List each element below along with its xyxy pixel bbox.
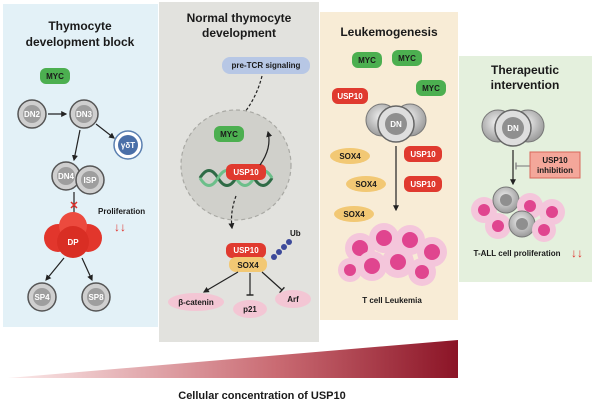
usp10-inhibition-box <box>529 151 581 179</box>
arf-text: Arf <box>287 295 299 304</box>
panel-development-block: Thymocyte development block MYC DN2 DN3 … <box>3 4 158 327</box>
usp10-label <box>226 164 266 180</box>
proliferation-label: Proliferation <box>98 207 145 216</box>
sox4-text: SOX4 <box>237 261 259 270</box>
usp10-text-3: USP10 <box>410 180 436 189</box>
arrow-nucleus-protein <box>228 195 237 230</box>
arrow-usp10-up <box>259 130 273 166</box>
panel-title-line1: Thymocyte <box>48 19 112 33</box>
usp10-concentration-wedge <box>8 340 458 378</box>
leukemia-caption: T cell Leukemia <box>362 296 422 305</box>
usp10-inhibition-line2: inhibition <box>537 166 573 175</box>
myc-label-1 <box>352 52 382 68</box>
myc-text: MYC <box>46 72 64 81</box>
panel-leukemogenesis: Leukemogenesis MYC MYC MYC USP10 DN SOX4… <box>320 12 458 320</box>
tall-proliferation-caption: T-ALL cell proliferation <box>474 249 561 258</box>
panel-title: Leukemogenesis <box>340 25 438 39</box>
myc-label-2 <box>392 50 422 66</box>
usp10-protein-label <box>226 243 266 258</box>
usp10-text: USP10 <box>233 168 259 177</box>
usp10-label-2 <box>404 146 442 162</box>
isp-label: ISP <box>84 176 98 185</box>
dn-label: DN <box>390 120 402 129</box>
ub-bead <box>281 244 287 250</box>
dn-nucleus <box>502 117 524 139</box>
pretcr-signaling-label <box>222 57 310 74</box>
arrow-dn3-gdt <box>95 123 115 139</box>
arrow-sox4-bcatenin <box>202 271 239 293</box>
usp10-inhibition-line1: USP10 <box>542 156 568 165</box>
bcatenin-text: β-catenin <box>178 298 214 307</box>
panel-title-line2: development <box>202 26 276 40</box>
arrow-dn3-dn4 <box>71 129 81 162</box>
myc-text-1: MYC <box>358 56 376 65</box>
myc-label <box>40 68 70 84</box>
usp10-text: USP10 <box>337 92 363 101</box>
sp4-label: SP4 <box>34 293 50 302</box>
myc-label <box>214 126 244 142</box>
sox4-node-3 <box>334 206 374 222</box>
tall-down-arrows: ↓↓ <box>571 246 583 260</box>
usp10-label <box>332 88 368 104</box>
myc-text-3: MYC <box>422 84 440 93</box>
sox4-node-1 <box>330 148 370 164</box>
dn4-label: DN4 <box>58 172 75 181</box>
tall-cell-mixture <box>471 186 565 242</box>
dn-label: DN <box>507 124 519 133</box>
gdt-label: γδT <box>121 141 135 150</box>
usp10-concentration-label: Cellular concentration of USP10 <box>178 390 345 402</box>
ub-label: Ub <box>290 229 301 238</box>
proliferation-down-arrows: ↓↓ <box>114 220 126 234</box>
p21-text: p21 <box>243 305 257 314</box>
dn3-nucleus <box>75 105 93 123</box>
ub-bead <box>276 249 282 255</box>
sox4-text-1: SOX4 <box>339 152 361 161</box>
myc-text-2: MYC <box>398 54 416 63</box>
gdt-nucleus <box>118 135 138 155</box>
panel-title-line2: intervention <box>491 78 560 92</box>
sp4-nucleus <box>33 288 51 306</box>
sox4-text-3: SOX4 <box>343 210 365 219</box>
dn2-label: DN2 <box>24 110 41 119</box>
ub-bead <box>271 254 277 260</box>
usp10-label-3 <box>404 176 442 192</box>
panel-therapeutic-intervention: Therapeutic intervention DN USP10 inhibi… <box>459 56 592 282</box>
usp10-text-2: USP10 <box>410 150 436 159</box>
dn-nucleus <box>385 113 407 135</box>
dn3-label: DN3 <box>76 110 93 119</box>
pretcr-signaling-text: pre-TCR signaling <box>232 61 301 70</box>
sox4-text-2: SOX4 <box>355 180 377 189</box>
inhibit-arf <box>261 271 285 294</box>
myc-text: MYC <box>220 130 238 139</box>
usp10-protein-text: USP10 <box>233 246 259 255</box>
myc-label-3 <box>416 80 446 96</box>
panel-title-line2: development block <box>26 35 135 49</box>
leukemia-cell-mass <box>338 223 447 286</box>
ub-bead <box>286 239 292 245</box>
panel-normal-development: Normal thymocyte development pre-TCR sig… <box>159 2 319 342</box>
dn2-nucleus <box>23 105 41 123</box>
arrow-dp-sp4 <box>45 257 65 281</box>
arrow-dp-sp8 <box>81 257 93 282</box>
panel-title-line1: Normal thymocyte <box>187 11 292 25</box>
sp8-nucleus <box>87 288 105 306</box>
sox4-node-2 <box>346 176 386 192</box>
sp8-label: SP8 <box>88 293 104 302</box>
dn4-nucleus <box>57 167 75 185</box>
sox4-label <box>229 257 267 272</box>
dp-cell-center <box>57 226 89 258</box>
dp-label: DP <box>67 238 79 247</box>
isp-nucleus <box>81 171 99 189</box>
arf-node <box>275 290 311 308</box>
bcatenin-node <box>168 293 224 311</box>
p21-node <box>233 300 267 318</box>
block-mark: ✕ <box>69 200 78 212</box>
panel-background <box>3 4 158 327</box>
panel-title-line1: Therapeutic <box>491 63 559 77</box>
